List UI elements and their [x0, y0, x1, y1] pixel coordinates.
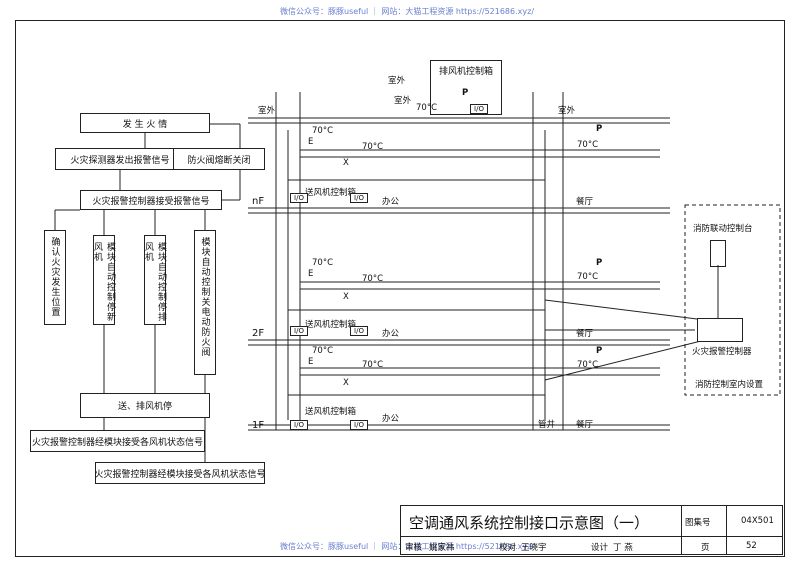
floor-1: 1F	[252, 420, 265, 431]
temp-dining-2: 70°C	[577, 272, 599, 282]
status-box-1: 火灾报警控制器经模块接受各风机状态信号	[30, 430, 205, 452]
watermark-top: 微信公众号：豚豚useful ｜ 网站：大猫工程资源 https://52168…	[280, 7, 535, 16]
io-n-a: I/O	[290, 193, 308, 203]
dining-1: 餐厅	[576, 420, 594, 430]
e-n: E	[308, 137, 314, 147]
floor-n: nF	[252, 196, 265, 207]
detector-box: 火灾探测器发出报警信号	[55, 148, 185, 170]
close-damper-box: 模块自动控制关电动防火阀	[194, 230, 216, 375]
temp-2: 70°C	[312, 258, 334, 268]
temp-dining-1: 70°C	[577, 360, 599, 370]
x-n: X	[343, 158, 349, 168]
temp-n-2: 70°C	[362, 142, 384, 152]
reviewer: 姚家祎	[429, 543, 455, 553]
temp-dining-n: 70°C	[577, 140, 599, 150]
linkage-panel	[710, 240, 726, 267]
exhaust-temp: 70°C	[416, 103, 438, 113]
office-2: 办公	[382, 329, 400, 339]
outdoor-label-3: 室外	[388, 76, 406, 86]
damper-close-box: 防火阀熔断关闭	[173, 148, 265, 170]
alarm-controller-unit	[697, 318, 743, 342]
drawing-frame	[15, 20, 785, 557]
stop-exhaust-box: 模块自动控制停排风机	[143, 235, 166, 325]
outdoor-label: 室外	[258, 106, 276, 116]
dining-n: 餐厅	[576, 197, 594, 207]
office-1: 办公	[382, 414, 400, 424]
atlas-number: 04X501	[741, 516, 774, 526]
control-room-label: 消防控制室内设置	[695, 380, 764, 390]
temp-1-2: 70°C	[362, 360, 384, 370]
office-n: 办公	[382, 197, 400, 207]
watermark-bottom: 微信公众号：豚豚useful ｜ 网站：大猫工程资源 https://52168…	[280, 542, 535, 551]
p-1: P	[596, 346, 603, 356]
linkage-panel-label: 消防联动控制台	[693, 224, 753, 234]
supply-box-label-n: 送风机控制箱	[305, 188, 357, 198]
e-1: E	[308, 357, 314, 367]
floor-2: 2F	[252, 328, 265, 339]
atlas-label: 图集号	[685, 518, 711, 528]
io-2-a: I/O	[290, 326, 308, 336]
status-box-2: 火灾报警控制器经模块接受各风机状态信号	[95, 462, 266, 484]
temp-n: 70°C	[312, 126, 334, 136]
page-number: 52	[746, 541, 757, 551]
controller-signal-box: 火灾报警控制器接受报警信号	[80, 190, 222, 210]
confirm-box: 确认火灾发生位置	[44, 230, 66, 325]
page-label: 页	[701, 543, 710, 553]
e-2: E	[308, 269, 314, 279]
io-1-b: I/O	[350, 420, 368, 430]
x-2: X	[343, 292, 349, 302]
drawing-title: 空调通风系统控制接口示意图（一）	[409, 514, 650, 532]
outdoor-label-4: 室外	[394, 96, 412, 106]
io-2-b: I/O	[350, 326, 368, 336]
stop-fresh-box: 模块自动控制停新风机	[92, 235, 115, 325]
checker: 王晓宇	[521, 543, 547, 553]
exhaust-control-box: 排风机控制箱	[430, 60, 502, 115]
designer: 丁 燕	[613, 543, 633, 553]
shaft-label: 管井	[538, 420, 556, 430]
title-block: 空调通风系统控制接口示意图（一） 图集号 04X501 审核 姚家祎 校对 王晓…	[400, 505, 783, 555]
dining-2: 餐厅	[576, 329, 594, 339]
x-1: X	[343, 378, 349, 388]
p-2: P	[596, 258, 603, 268]
io-1-a: I/O	[290, 420, 308, 430]
fire-box: 发 生 火 情	[80, 113, 210, 133]
p-n: P	[596, 124, 603, 134]
temp-2-2: 70°C	[362, 274, 384, 284]
supply-box-label-2: 送风机控制箱	[305, 320, 357, 330]
exhaust-p: P	[462, 88, 469, 98]
design-label: 设计	[591, 543, 609, 553]
outdoor-label-2: 室外	[558, 106, 576, 116]
io-n-b: I/O	[350, 193, 368, 203]
temp-1: 70°C	[312, 346, 334, 356]
alarm-controller-label: 火灾报警控制器	[692, 347, 752, 357]
io-exhaust: I/O	[470, 104, 488, 114]
fans-stop-box: 送、排风机停	[80, 393, 210, 418]
check-label: 校对	[499, 543, 517, 553]
supply-box-label-1: 送风机控制箱	[305, 407, 357, 417]
review-label: 审核	[405, 543, 423, 553]
